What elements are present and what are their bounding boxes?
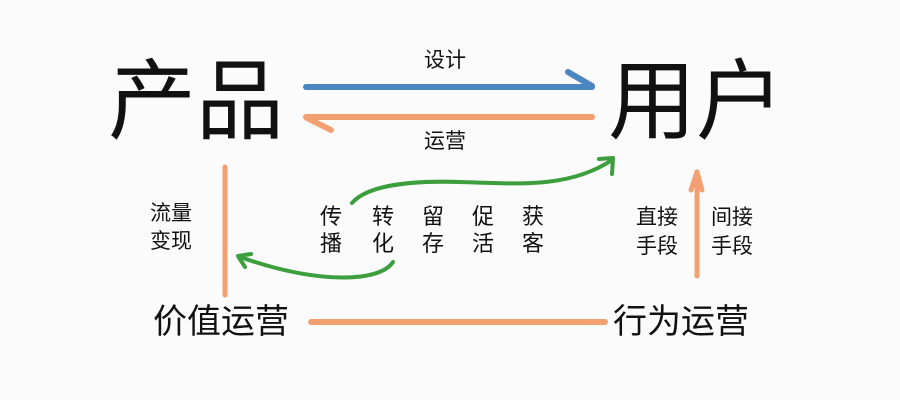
direct-means-label: 手段 — [636, 234, 678, 258]
stage-char: 促 — [471, 205, 494, 230]
traffic-label: 流量 — [150, 201, 192, 225]
design-arrow — [303, 69, 595, 90]
stage-char: 播 — [319, 232, 342, 257]
user-up-arrow — [688, 169, 705, 279]
stage-spread: 传播 — [318, 204, 344, 258]
user-node: 用户 — [608, 50, 785, 153]
product-node: 产品 — [108, 50, 285, 153]
stage-retention: 留存 — [420, 204, 446, 258]
stage-char: 存 — [421, 232, 444, 257]
acquisition-curve-arrow — [350, 156, 615, 205]
operations-arrow — [303, 114, 595, 133]
indirect-label: 间接 — [711, 205, 753, 229]
direct-label: 直接 — [636, 205, 678, 229]
stage-char: 传 — [319, 205, 342, 230]
monetization-curve-arrow — [236, 252, 395, 280]
stage-activation: 促活 — [470, 204, 496, 258]
stage-char: 活 — [471, 232, 494, 257]
behavior-ops-node: 行为运营 — [613, 302, 749, 342]
stage-char: 获 — [521, 205, 544, 230]
stage-char: 化 — [371, 232, 394, 257]
stage-char: 转 — [371, 205, 394, 230]
indirect-means-label: 手段 — [711, 234, 753, 258]
stage-acquisition: 获客 — [520, 204, 546, 258]
stage-char: 客 — [521, 232, 544, 257]
value-ops-node: 价值运营 — [153, 302, 289, 342]
stage-conversion: 转化 — [370, 204, 396, 258]
stage-char: 留 — [421, 205, 444, 230]
operations-label: 运营 — [424, 129, 466, 153]
monetization-label: 变现 — [150, 229, 192, 253]
design-label: 设计 — [424, 48, 466, 72]
